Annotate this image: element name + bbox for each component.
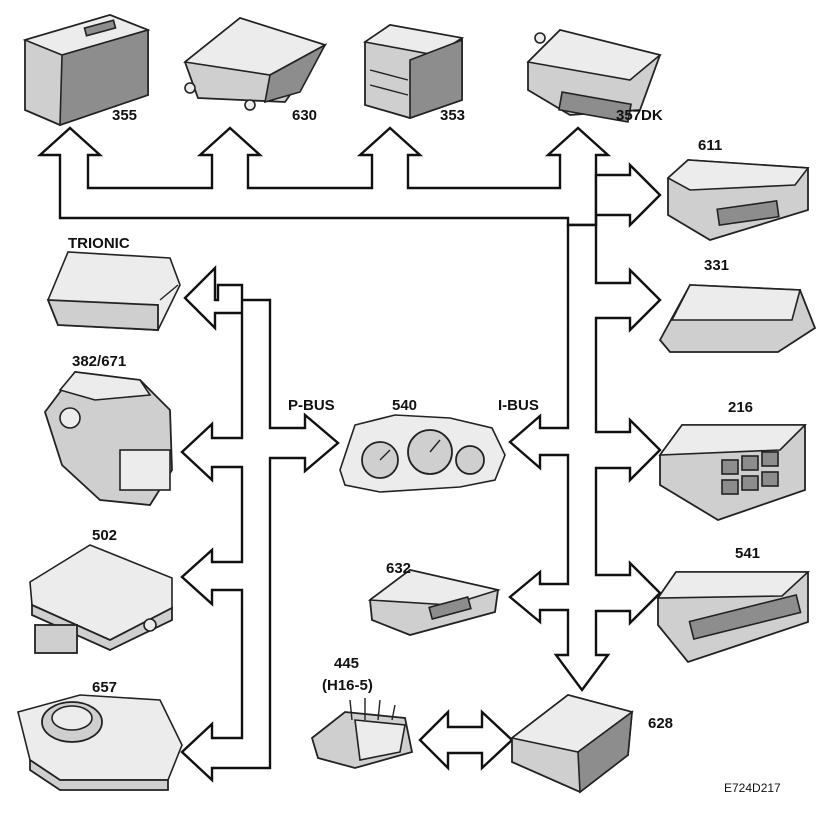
label-i-bus: I-BUS [498, 397, 539, 414]
module-632 [367, 569, 502, 636]
module-540-cluster [339, 414, 506, 493]
module-611 [666, 159, 810, 241]
module-355 [22, 14, 151, 127]
diag-connector-arrow [418, 709, 514, 771]
label-216: 216 [728, 399, 753, 416]
module-216 [658, 424, 807, 521]
label-p-bus: P-BUS [288, 397, 335, 414]
module-628 [510, 694, 634, 794]
module-trionic [46, 251, 181, 331]
label-502: 502 [92, 527, 117, 544]
module-331 [658, 284, 817, 353]
label-h16-5: (H16-5) [322, 677, 373, 694]
label-353: 353 [440, 107, 465, 124]
module-630 [183, 16, 328, 111]
module-357dk [526, 29, 662, 123]
label-331: 331 [704, 257, 729, 274]
label-541: 541 [735, 545, 760, 562]
module-502 [29, 544, 173, 654]
p-bus-main-trunk [180, 265, 340, 783]
label-357dk: 357DK [616, 107, 663, 124]
label-628: 628 [648, 715, 673, 732]
label-540: 540 [392, 397, 417, 414]
label-355: 355 [112, 107, 137, 124]
i-bus-trunk [508, 162, 662, 693]
p-bus-trunk [180, 265, 340, 783]
module-382-671 [44, 371, 173, 506]
label-611: 611 [698, 137, 722, 154]
figure-code: E724D217 [724, 781, 781, 795]
module-353 [362, 24, 465, 120]
label-630: 630 [292, 107, 317, 124]
label-657: 657 [92, 679, 117, 696]
module-657 [17, 694, 183, 791]
label-445: 445 [334, 655, 359, 672]
label-trionic: TRIONIC [68, 235, 130, 252]
top-bus-arrow-355 [36, 126, 612, 227]
label-632: 632 [386, 560, 411, 577]
module-445-connector [310, 698, 414, 769]
label-382-671: 382/671 [72, 353, 126, 370]
module-541 [656, 571, 811, 664]
top-bus [36, 126, 612, 227]
i-bus-main-trunk [508, 162, 662, 693]
